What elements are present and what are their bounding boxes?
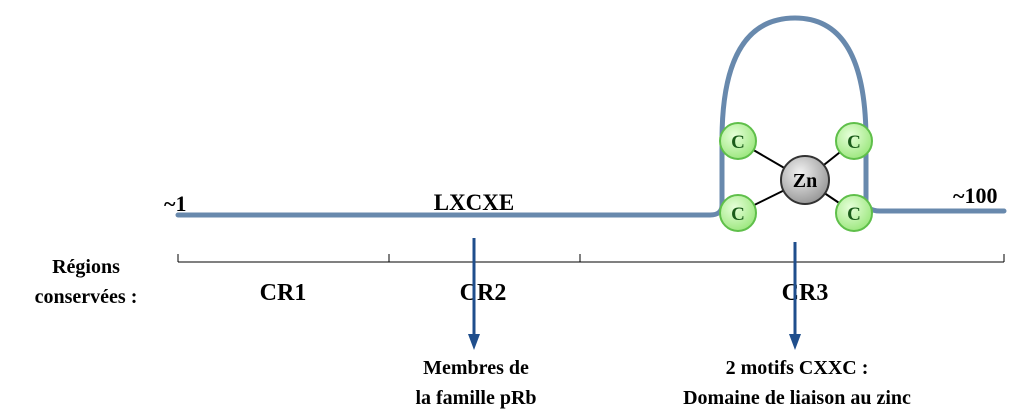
regions-label-line2: conservées : (35, 286, 138, 308)
cysteine-residue-top-left: C (719, 122, 757, 160)
svg-text:C: C (847, 204, 861, 225)
svg-text:Zn: Zn (793, 170, 817, 192)
conserved-regions-scale (177, 254, 1005, 263)
cysteine-residue-top-right: C (835, 122, 873, 160)
region-label-cr1: CR1 (260, 280, 307, 306)
arrow-lxcxe-to-prb (468, 238, 480, 350)
regions-label-line1: Régions (52, 256, 120, 278)
end-label: ~100 (953, 183, 997, 208)
zinc-ion: Zn (780, 155, 830, 205)
callout-zinc-line2: Domaine de liaison au zinc (683, 387, 911, 409)
svg-text:C: C (731, 132, 745, 153)
cysteine-residue-bottom-right: C (835, 194, 873, 232)
protein-backbone (175, 15, 1007, 218)
callout-prb-line2: la famille pRb (415, 387, 536, 409)
region-label-cr2: CR2 (460, 280, 507, 306)
callout-zinc-line1: 2 motifs CXXC : (726, 357, 869, 379)
svg-text:C: C (731, 204, 745, 225)
motif-label-lxcxe: LXCXE (434, 190, 515, 215)
start-label: ~1 (164, 191, 186, 216)
svg-text:C: C (847, 132, 861, 153)
arrow-cr3-to-zinc-domain (789, 242, 801, 350)
region-label-cr3: CR3 (782, 280, 829, 306)
callout-prb-line1: Membres de (423, 357, 529, 379)
cysteine-residue-bottom-left: C (719, 194, 757, 232)
